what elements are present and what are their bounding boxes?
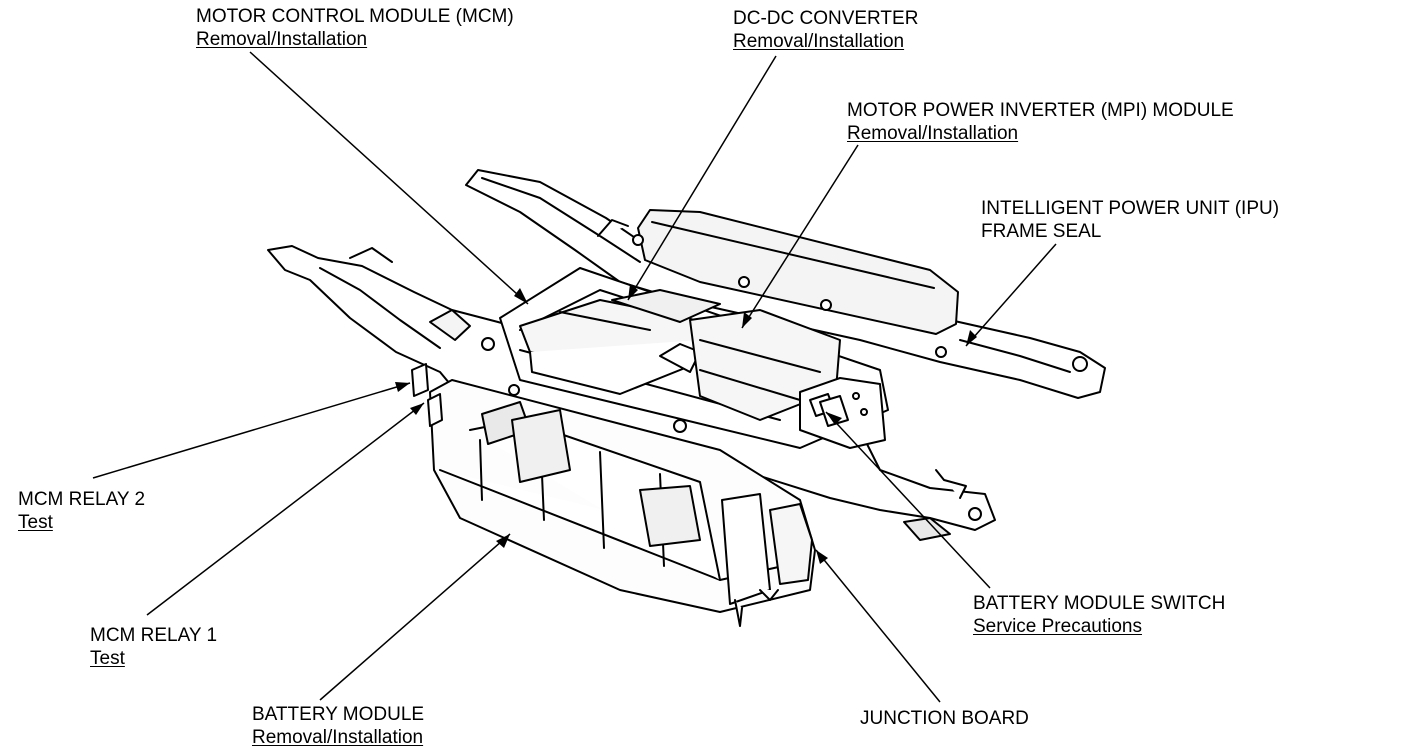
callout-motor-control-module: MOTOR CONTROL MODULE (MCM) Removal/Insta…	[196, 5, 514, 51]
callout-label: BATTERY MODULE	[252, 704, 425, 725]
callout-label: MOTOR POWER INVERTER (MPI) MODULE	[847, 100, 1234, 121]
callout-mcm-relay-2: MCM RELAY 2 Test	[18, 488, 145, 534]
dcdc-converter	[611, 289, 721, 373]
callout-label: MCM RELAY 2	[18, 489, 146, 510]
rear-frame-rail	[465, 169, 1106, 399]
test-link[interactable]: Test	[90, 648, 125, 669]
leader-lines	[92, 51, 1057, 703]
leader-mcm	[249, 51, 529, 305]
callout-label: JUNCTION BOARD	[860, 708, 1029, 729]
callout-junction-board: JUNCTION BOARD	[860, 707, 1029, 730]
test-link[interactable]: Test	[18, 512, 53, 533]
junction-board	[769, 503, 813, 585]
mcm-module	[519, 299, 701, 395]
removal-installation-link[interactable]: Removal/Installation	[733, 31, 905, 52]
callout-label: INTELLIGENT POWER UNIT (IPU)	[981, 198, 1280, 219]
callout-label: MOTOR CONTROL MODULE (MCM)	[196, 6, 514, 27]
leader-junction	[815, 549, 941, 703]
leader-arrowheads	[395, 284, 977, 564]
callout-battery-module: BATTERY MODULE Removal/Installation	[252, 703, 424, 749]
battery-module	[429, 379, 816, 627]
removal-installation-link[interactable]: Removal/Installation	[196, 29, 368, 50]
callout-dcdc-converter: DC-DC CONVERTER Removal/Installation	[733, 7, 918, 53]
callout-mcm-relay-1: MCM RELAY 1 Test	[90, 624, 217, 670]
callout-label: BATTERY MODULE SWITCH	[973, 593, 1226, 614]
callout-label: MCM RELAY 1	[90, 625, 218, 646]
leader-battery	[319, 533, 511, 701]
callout-motor-power-inverter: MOTOR POWER INVERTER (MPI) MODULE Remova…	[847, 99, 1234, 145]
leader-relay2	[92, 382, 411, 479]
leader-dcdc	[627, 55, 777, 301]
leader-ipu	[965, 243, 1057, 347]
removal-installation-link[interactable]: Removal/Installation	[252, 727, 424, 748]
service-precautions-link[interactable]: Service Precautions	[973, 616, 1142, 637]
callout-ipu-frame-seal: INTELLIGENT POWER UNIT (IPU) FRAME SEAL	[981, 197, 1279, 243]
callout-battery-module-switch: BATTERY MODULE SWITCH Service Precaution…	[973, 592, 1225, 638]
callout-label: DC-DC CONVERTER	[733, 8, 919, 29]
leader-bswitch	[825, 411, 991, 589]
removal-installation-link[interactable]: Removal/Installation	[847, 123, 1019, 144]
mcm-relays	[411, 363, 443, 427]
leader-relay1	[146, 402, 425, 616]
callout-label-line2: FRAME SEAL	[981, 221, 1102, 242]
leader-mpi	[741, 144, 859, 329]
